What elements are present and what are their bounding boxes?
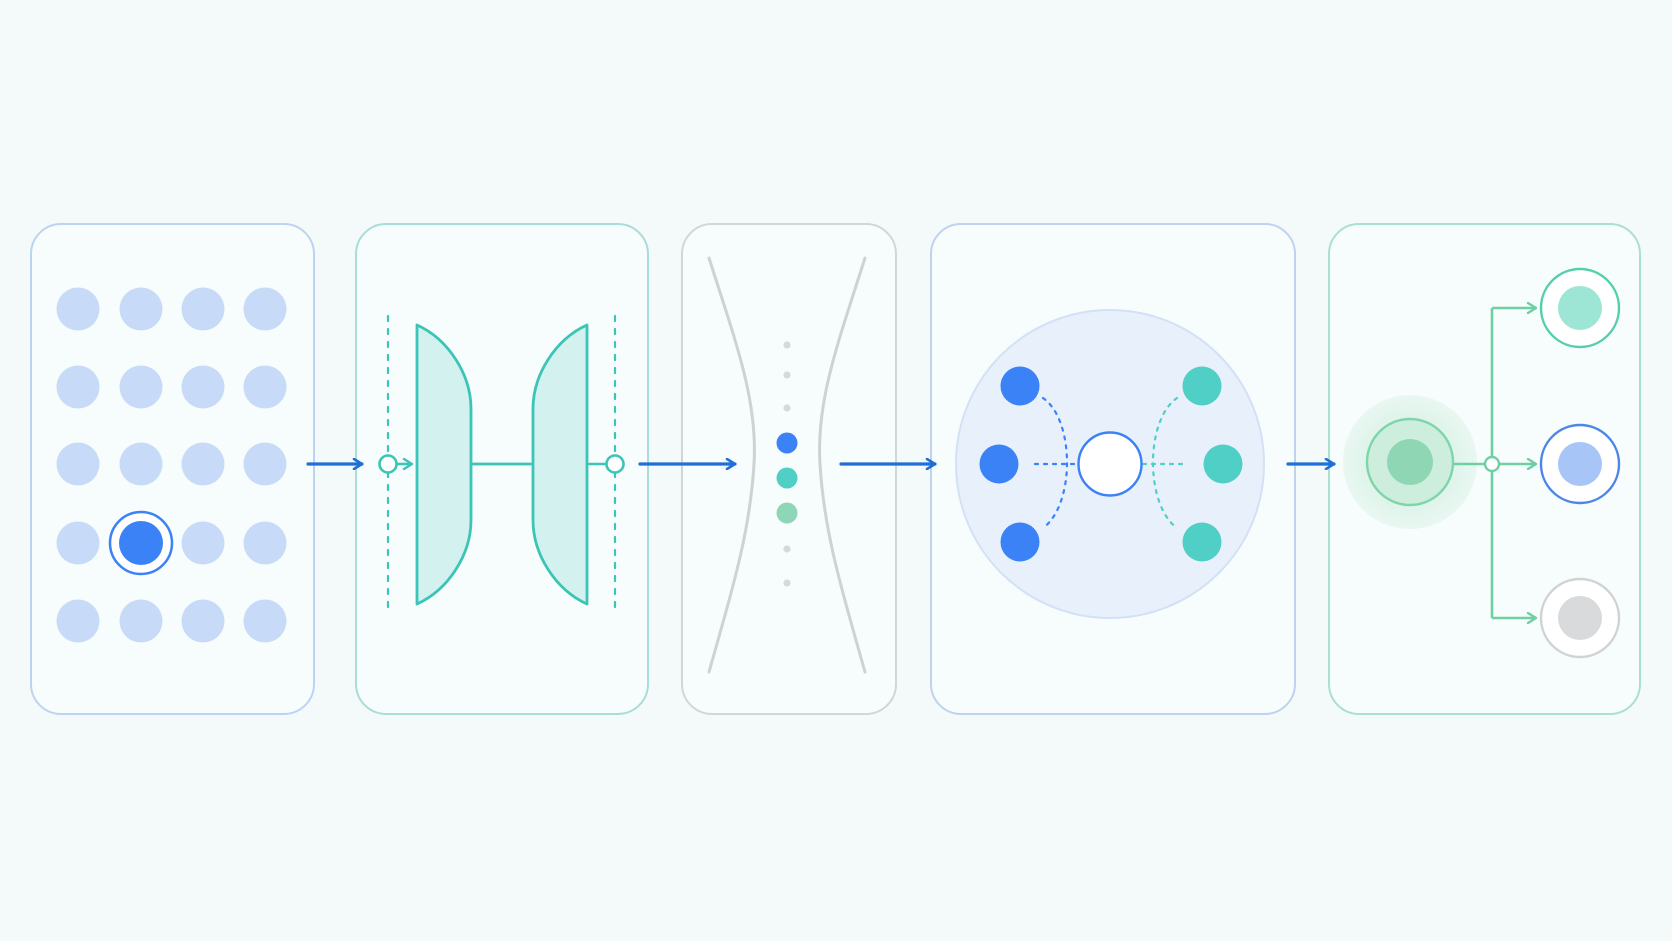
bottleneck-dot-faint [783, 371, 791, 379]
output-blue [1558, 442, 1602, 486]
bottleneck-dot-faint [783, 545, 791, 553]
output-gray [1558, 596, 1602, 640]
grid-node [56, 442, 100, 486]
cluster-node-blue [979, 444, 1019, 484]
bottleneck-dot-faint [783, 579, 791, 587]
cluster-centroid [1077, 431, 1143, 497]
stage-card-encoder-decoder [355, 223, 649, 715]
cluster-node-blue [1000, 522, 1040, 562]
bottleneck-dot-active [776, 432, 798, 454]
cluster-left-arc [1041, 396, 1068, 530]
grid-node [181, 599, 225, 643]
grid-node [181, 521, 225, 565]
decoder-block [531, 323, 589, 606]
grid-node [181, 442, 225, 486]
encoder-input-port [378, 454, 398, 474]
cluster-node-teal [1182, 522, 1222, 562]
grid-node [119, 365, 163, 409]
output-teal [1558, 286, 1602, 330]
grid-node [119, 599, 163, 643]
cluster-node-teal [1182, 366, 1222, 406]
cluster-right-arc [1152, 396, 1179, 530]
selected-grid-node [119, 521, 163, 565]
stage-card-input-grid [30, 223, 315, 715]
bottleneck-dot-active [776, 502, 798, 524]
grid-node [243, 521, 287, 565]
grid-node [181, 287, 225, 331]
grid-node [119, 287, 163, 331]
cluster-node-teal [1203, 444, 1243, 484]
grid-node [56, 599, 100, 643]
bottleneck-dot-faint [783, 404, 791, 412]
decoder-output-port [605, 454, 625, 474]
bottleneck-dot-faint [783, 341, 791, 349]
grid-node [243, 599, 287, 643]
grid-node [181, 365, 225, 409]
grid-node [56, 521, 100, 565]
bottleneck-dot-active [776, 467, 798, 489]
grid-node [243, 287, 287, 331]
grid-node [119, 442, 163, 486]
grid-node [243, 442, 287, 486]
grid-node [56, 287, 100, 331]
cluster-node-blue [1000, 366, 1040, 406]
grid-node [56, 365, 100, 409]
encoder-block [415, 323, 473, 606]
bottleneck-wall-left [707, 256, 756, 674]
bottleneck-wall-right [818, 256, 867, 674]
branch-junction [1483, 455, 1501, 473]
grid-node [243, 365, 287, 409]
source-node [1387, 439, 1433, 485]
